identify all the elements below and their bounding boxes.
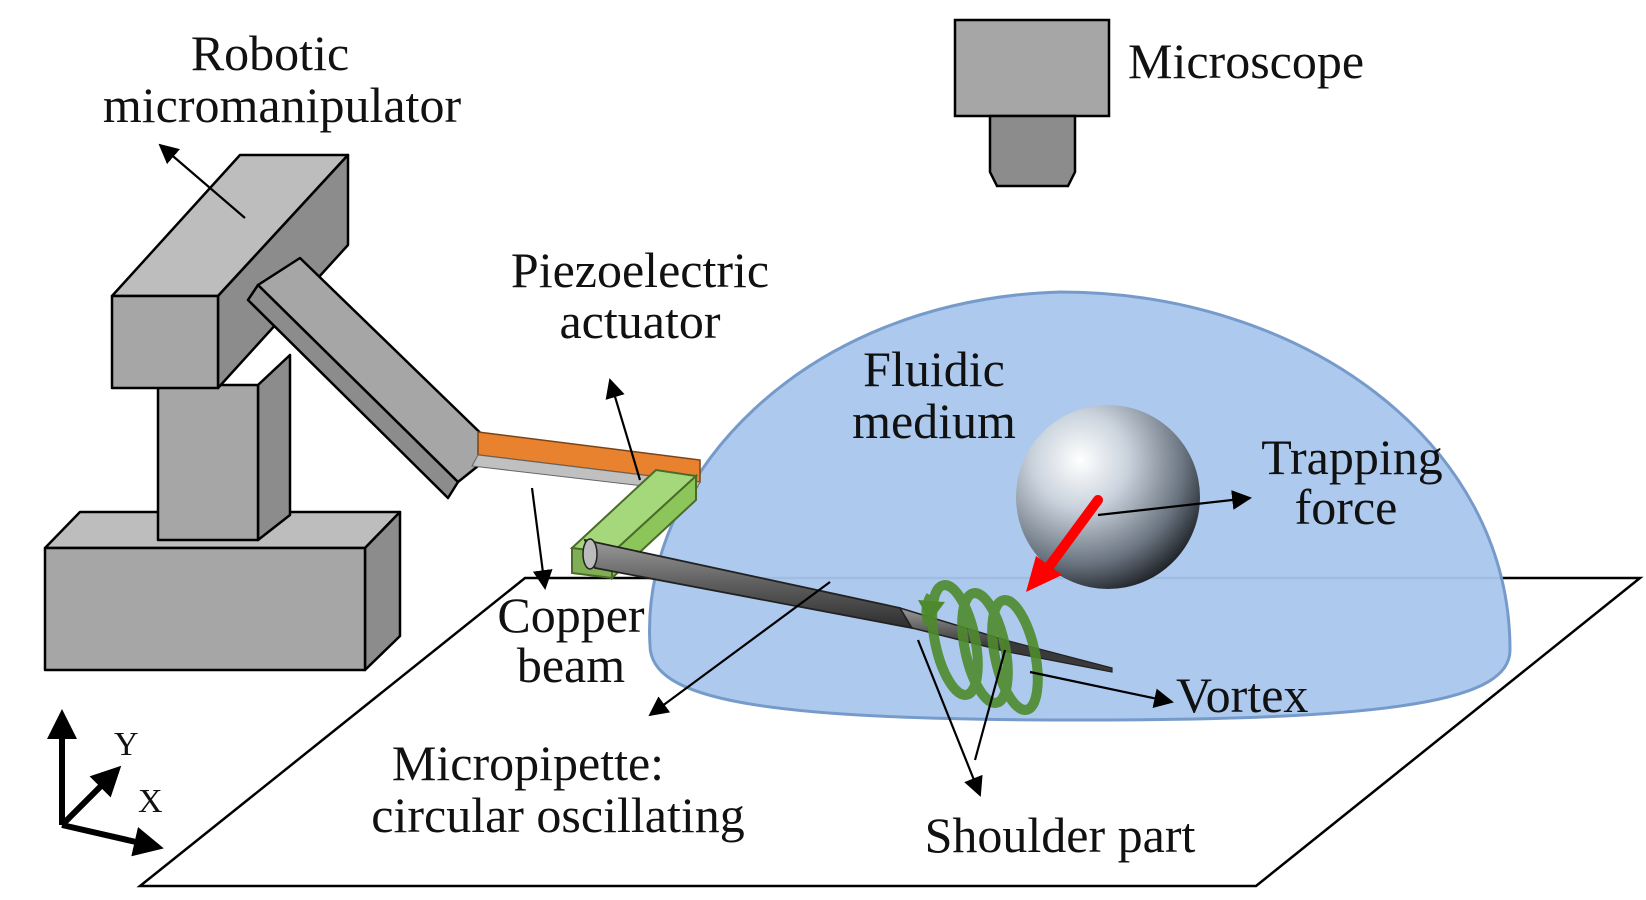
piezo-label-1: Piezoelectric: [511, 242, 769, 298]
axis-x-label: X: [138, 783, 163, 820]
trapping-label-1: Trapping: [1261, 429, 1443, 485]
arrow-vortex: [1029, 670, 1174, 709]
copper-label-1: Copper: [497, 587, 645, 643]
copper-label-2: beam: [517, 637, 625, 693]
arrow-copper: [530, 487, 553, 590]
axis-indicator: [47, 709, 164, 857]
vortex-label: Vortex: [1176, 667, 1308, 723]
arrow-shoulder-a: [916, 639, 983, 797]
arrow-piezo: [605, 378, 642, 481]
particle-sphere: [1016, 405, 1200, 589]
arrow-shoulder-b: [973, 649, 1007, 761]
piezo-label-2: actuator: [559, 293, 720, 349]
vortex-rings: [921, 580, 1043, 715]
annotation-arrows: [158, 143, 1252, 797]
microscope: [953, 18, 1111, 188]
arrow-micropipette: [648, 581, 831, 717]
robotic-label-1: Robotic: [191, 25, 349, 81]
shoulder-label: Shoulder part: [925, 807, 1196, 863]
arrow-trapping: [1097, 490, 1252, 517]
trapping-force-arrow: [1026, 495, 1103, 592]
arrow-robotic: [158, 143, 246, 219]
fluidic-label-2: medium: [852, 393, 1016, 449]
fluidic-label-1: Fluidic: [863, 341, 1005, 397]
manipulator-column: [156, 353, 292, 542]
manipulator-arm: [246, 256, 500, 500]
axis-y-label: Y: [114, 726, 139, 763]
micropipette-label-2: circular oscillating: [371, 787, 744, 843]
robotic-label-2: micromanipulator: [103, 77, 462, 133]
micropipette-label-1: Micropipette:: [392, 735, 664, 791]
microscope-label: Microscope: [1128, 33, 1364, 89]
trapping-label-2: force: [1295, 479, 1398, 535]
vortex-arrowhead: [918, 600, 945, 622]
